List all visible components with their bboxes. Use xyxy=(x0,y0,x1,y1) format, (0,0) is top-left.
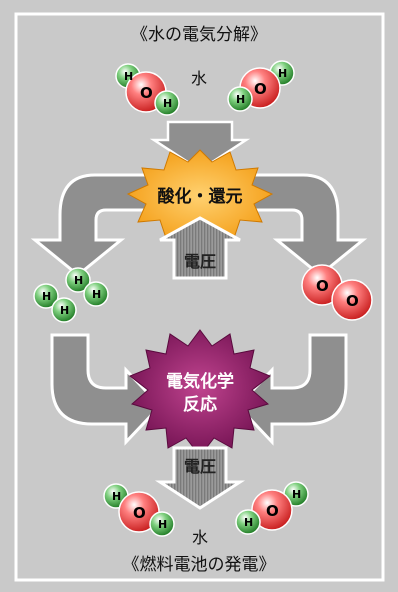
arrow-down-to-redox xyxy=(149,120,251,172)
atom-label-o: O xyxy=(133,504,146,522)
inner-frame xyxy=(14,12,385,582)
label-electrochem-2: 反応 xyxy=(183,394,217,415)
atom-label-h: H xyxy=(124,70,133,83)
atom-label-h: H xyxy=(236,93,245,106)
water-molecule-bottom-right: H O H xyxy=(235,481,309,535)
atom-label-h: H xyxy=(92,288,101,301)
atom-label-h: H xyxy=(60,304,69,317)
title-water-electrolysis: 《水の電気分解》 xyxy=(131,25,267,45)
arrow-voltage-up xyxy=(159,216,241,280)
atom-label-o: O xyxy=(266,502,279,520)
atom-label-o: O xyxy=(140,84,153,102)
atom-label-h: H xyxy=(292,488,301,501)
arrow-voltage-down xyxy=(154,446,246,510)
label-voltage-down: 電圧 xyxy=(184,457,216,476)
title-fuel-cell-generation: 《燃料電池の発電》 xyxy=(123,555,276,575)
atom-label-o: O xyxy=(316,277,329,295)
atom-label-h: H xyxy=(112,490,121,503)
water-molecule-top-left: H O H xyxy=(115,63,180,116)
atom-label-o: O xyxy=(346,292,359,310)
atom-label-h: H xyxy=(163,97,172,110)
atom-label-h: H xyxy=(42,290,51,303)
label-water-bottom: 水 xyxy=(192,528,208,547)
water-molecule-top-right: H O H xyxy=(227,60,295,112)
label-redox: 酸化・還元 xyxy=(158,186,243,207)
atom-label-o: O xyxy=(254,80,267,98)
oxygen-molecule-right: O O xyxy=(301,264,373,321)
atom-label-h: H xyxy=(158,518,167,531)
label-voltage-up: 電圧 xyxy=(184,252,216,271)
atom-label-h: H xyxy=(278,67,287,80)
hydrogen-molecules-left: H H H H xyxy=(33,267,109,323)
label-electrochem-1: 電気化学 xyxy=(166,371,234,392)
atom-label-h: H xyxy=(244,516,253,529)
water-molecule-bottom-left: H O H xyxy=(103,483,175,537)
label-water-top: 水 xyxy=(191,69,207,88)
atom-label-h: H xyxy=(74,274,83,287)
